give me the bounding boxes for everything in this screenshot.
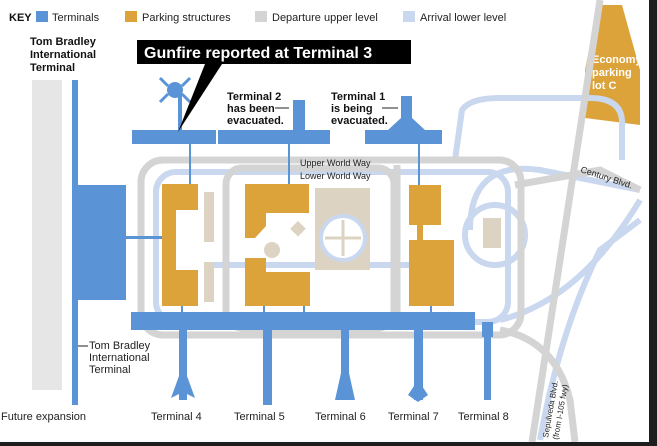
future-expansion-area bbox=[32, 80, 62, 390]
callout-text: Gunfire reported at Terminal 3 bbox=[144, 45, 372, 62]
map-svg: KEY Terminals Parking structures Departu… bbox=[1, 0, 643, 443]
terminal-4-label: Terminal 4 bbox=[151, 411, 202, 423]
terminal-8-label: Terminal 8 bbox=[458, 411, 509, 423]
upper-world-way-label: Upper World Way bbox=[300, 158, 371, 168]
economy-lot-line3: lot C bbox=[592, 80, 616, 92]
terminal-1-note-line3: evacuated. bbox=[331, 115, 388, 127]
parking-structures bbox=[162, 184, 454, 306]
terminal-2-building bbox=[218, 130, 330, 144]
terminal-5-pier bbox=[263, 330, 272, 405]
callout-box bbox=[137, 40, 411, 64]
departure-roads bbox=[137, 0, 642, 443]
tbit-top-line1: Tom Bradley bbox=[30, 36, 97, 48]
terminal-8-pier bbox=[484, 337, 491, 400]
key-swatch-terminals bbox=[36, 11, 48, 22]
terminal-1-note-line1: Terminal 1 bbox=[331, 91, 385, 103]
future-expansion-label: Future expansion bbox=[1, 411, 86, 423]
south-terminals-building bbox=[131, 312, 475, 330]
economy-lot-line1: Economy bbox=[592, 54, 642, 66]
terminal-1-building bbox=[365, 130, 442, 144]
theme-building-cross bbox=[325, 220, 361, 256]
tbit-top-line2: International bbox=[30, 49, 96, 61]
key-label-terminals: Terminals bbox=[52, 12, 100, 24]
key-label-arrival: Arrival lower level bbox=[420, 12, 506, 24]
key-label-departure: Departure upper level bbox=[272, 12, 378, 24]
tbit-bottom-line2: International bbox=[89, 352, 150, 364]
parking-structure-terminal-2-north bbox=[245, 184, 309, 238]
terminal-3-building bbox=[132, 130, 216, 144]
diamond-marker bbox=[290, 220, 306, 237]
tbit-concourse bbox=[72, 80, 78, 405]
tbit-top-line3: Terminal bbox=[30, 62, 75, 74]
key-swatch-departure bbox=[255, 11, 267, 22]
terminal-5-label: Terminal 5 bbox=[234, 411, 285, 423]
key-swatch-arrival bbox=[403, 11, 415, 22]
parking-structure-terminal-2-south bbox=[245, 258, 310, 306]
economy-parking-lot bbox=[585, 5, 640, 125]
terminal-2-note-line2: has been bbox=[227, 103, 275, 115]
terminal-1-note-line2: is being bbox=[331, 103, 373, 115]
terminal-2-note-line1: Terminal 2 bbox=[227, 91, 281, 103]
terminal-7-pier bbox=[414, 330, 423, 400]
key-label-parking: Parking structures bbox=[142, 12, 231, 24]
circle-marker bbox=[264, 242, 280, 258]
tbit-bottom-line1: Tom Bradley bbox=[89, 340, 151, 352]
key-swatch-parking bbox=[125, 11, 137, 22]
tbit-main-building bbox=[78, 185, 126, 300]
terminal-6-label: Terminal 6 bbox=[315, 411, 366, 423]
terminals bbox=[32, 76, 493, 405]
map-key: KEY Terminals Parking structures Departu… bbox=[9, 11, 506, 24]
parking-structure-terminal-3 bbox=[162, 184, 198, 306]
lower-world-way-label: Lower World Way bbox=[300, 171, 371, 181]
terminal-7-label: Terminal 7 bbox=[388, 411, 439, 423]
economy-lot-line2: parking bbox=[592, 67, 632, 79]
key-title: KEY bbox=[9, 12, 32, 24]
terminal-8-building bbox=[482, 322, 493, 337]
parking-structure-terminal-1-south bbox=[409, 240, 454, 306]
tbit-bottom-line3: Terminal bbox=[89, 364, 131, 376]
callout-pointer bbox=[178, 64, 222, 132]
parking-structure-terminal-1-north bbox=[409, 185, 441, 225]
terminal-2-note-line3: evacuated. bbox=[227, 115, 284, 127]
